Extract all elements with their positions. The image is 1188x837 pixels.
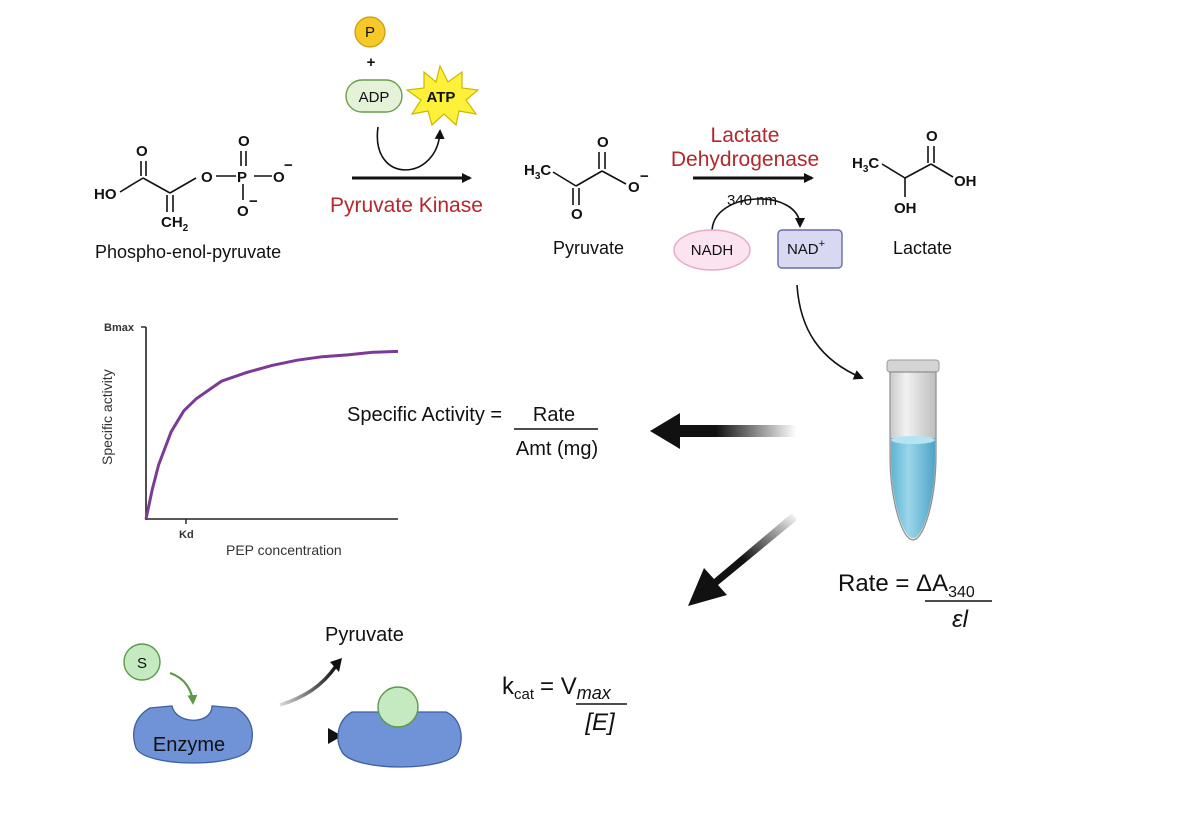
pyruvate-o-top: O	[597, 134, 609, 151]
adp-pill	[345, 79, 403, 113]
specific-activity-equation: Specific Activity = Rate Amt (mg)	[347, 404, 598, 460]
specific-activity-numerator: Rate	[533, 404, 575, 426]
atp-starburst-icon	[405, 64, 480, 127]
pyruvate-h3c: H3C	[524, 162, 551, 182]
pep-name: Phospho-enol-pyruvate	[95, 242, 281, 262]
lactate-oh-bottom: OH	[894, 200, 917, 217]
kcat-lhs: kcat= Vmax	[502, 673, 612, 703]
bond	[552, 171, 577, 187]
ldh-label-line2: Dehydrogenase	[671, 148, 819, 171]
nad-label: NAD+	[787, 238, 825, 258]
x-tick-label: Kd	[179, 529, 194, 541]
phosphate-label: P	[365, 24, 375, 41]
lactate-name: Lactate	[893, 238, 952, 258]
tube-liquid	[891, 438, 935, 538]
enzyme-reaction-arrowhead	[328, 728, 342, 744]
nadh-label: NADH	[691, 242, 734, 259]
tube-meniscus	[891, 436, 935, 444]
pyruvate-o-right: O	[628, 179, 640, 196]
kcat-equation: kcat= Vmax [E]	[502, 673, 627, 736]
pyruvate-kinase-step: P + ADP ATP Pyruvate Kinase	[330, 16, 483, 217]
bond	[142, 177, 171, 194]
bond	[601, 170, 627, 185]
to-specific-activity-arrow	[650, 413, 796, 449]
x-axis-label: PEP concentration	[226, 542, 342, 558]
kcat-denominator: [E]	[584, 709, 616, 736]
bound-substrate-circle	[377, 686, 419, 728]
bond	[904, 163, 932, 179]
tube-cap	[886, 359, 940, 373]
specific-activity-denominator: Amt (mg)	[516, 438, 598, 460]
adp-label: ADP	[359, 89, 390, 106]
enzyme-panel: S Enzyme Pyruvate	[123, 624, 462, 768]
substrate-circle	[123, 643, 161, 681]
wavelength-label: 340 nm	[727, 192, 777, 209]
saturation-curve	[144, 349, 399, 520]
pep-o-right: O	[273, 169, 285, 186]
nadh-to-nad-arrow	[711, 198, 805, 233]
bond	[119, 177, 144, 193]
y-tick-label: Bmax	[104, 322, 135, 334]
plus-sign: +	[367, 54, 376, 71]
nad-box	[777, 229, 843, 269]
product-release-arrowhead	[330, 658, 342, 672]
bond	[930, 163, 954, 178]
enzyme-complex-body	[337, 711, 462, 768]
rate-lhs: Rate = ΔA340	[838, 570, 975, 601]
bond	[575, 170, 603, 187]
specific-activity-lhs: Specific Activity =	[347, 404, 502, 426]
pep-o-top: O	[238, 133, 250, 150]
ldh-label-line1: Lactate	[711, 124, 780, 147]
pep-o-carbonyl: O	[136, 143, 148, 160]
pyruvate-minus: −	[640, 168, 649, 185]
rate-equation: Rate = ΔA340 εl	[838, 570, 992, 633]
sample-tube-icon	[886, 359, 940, 541]
y-axis-label: Specific activity	[99, 369, 115, 465]
nad-to-cuvette-arrow	[796, 284, 864, 380]
enzyme-label: Enzyme	[153, 734, 225, 756]
pep-ch2: CH2	[161, 214, 189, 234]
enzyme-body	[133, 705, 253, 764]
atp-label: ATP	[427, 89, 456, 106]
substrate-binding-arrow	[169, 671, 198, 705]
phosphate-icon	[354, 16, 386, 48]
pep-o-bottom: O	[237, 203, 249, 220]
lactate-h3c: H3C	[852, 155, 879, 175]
bond	[169, 177, 197, 194]
bond	[881, 163, 906, 179]
pyruvate-o-bottom: O	[571, 206, 583, 223]
substrate-label: S	[137, 655, 147, 672]
product-label: Pyruvate	[325, 624, 404, 646]
pyruvate-name: Pyruvate	[553, 238, 624, 258]
lactate-o-top: O	[926, 128, 938, 145]
adp-to-atp-arrow	[376, 126, 445, 171]
pep-ho: HO	[94, 186, 117, 203]
lactate-molecule: H3C OH O OH Lactate	[852, 128, 977, 258]
pyruvate-molecule: H3C O O O − Pyruvate	[524, 134, 649, 258]
rate-denominator: εl	[952, 606, 969, 633]
pep-minus-bottom: −	[249, 193, 258, 210]
nadh-ellipse	[673, 229, 751, 271]
pep-p: P	[237, 169, 247, 186]
pep-o-ester: O	[201, 169, 213, 186]
pyruvate-kinase-label: Pyruvate Kinase	[330, 194, 483, 217]
ldh-step: Lactate Dehydrogenase 340 nm NADH NAD+	[671, 124, 843, 271]
product-release-arrow	[279, 664, 338, 707]
lactate-oh-right: OH	[954, 173, 977, 190]
to-kcat-arrow	[688, 513, 797, 606]
pep-minus-right: −	[284, 157, 293, 174]
pep-molecule: O HO CH2 O P O O − O − Phospho-enol-pyru…	[94, 133, 293, 262]
